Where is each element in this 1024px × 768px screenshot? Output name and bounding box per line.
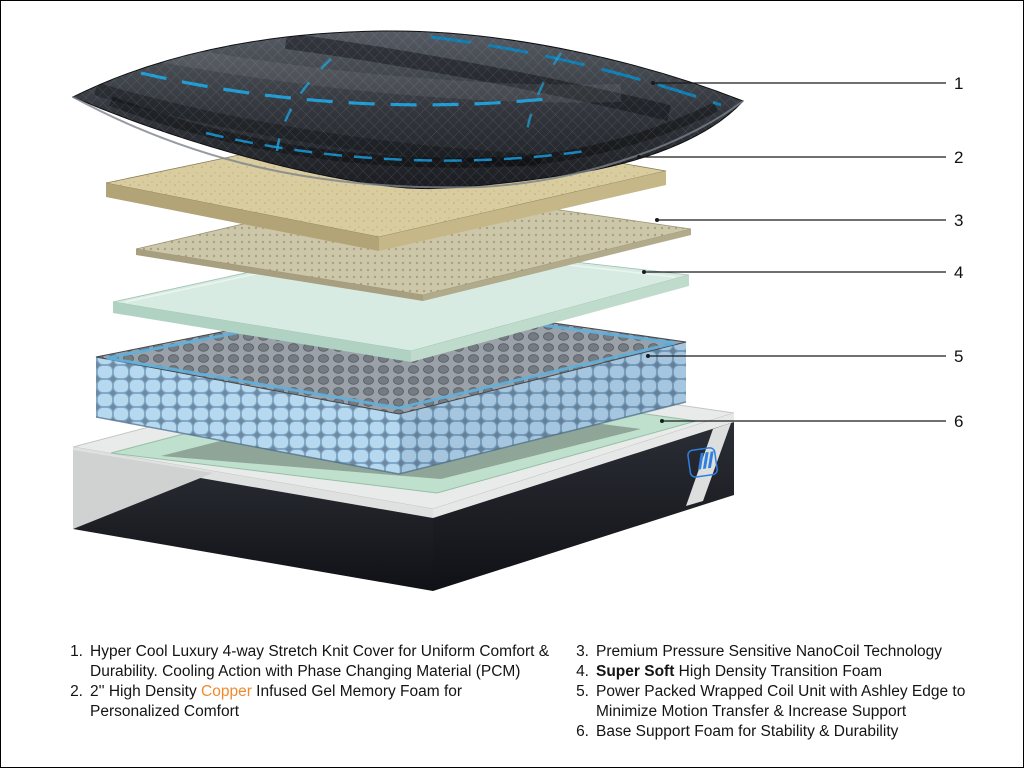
legend-item-3: 3. Premium Pressure Sensitive NanoCoil T… — [567, 642, 1007, 662]
legend-text-4-bold: Super Soft — [596, 663, 675, 680]
legend-text-2-pre: 2'' High Density — [90, 683, 202, 700]
legend-text-2-line1: 2'' High Density Copper Infused Gel Memo… — [90, 682, 561, 702]
legend-text-2: 2'' High Density Copper Infused Gel Memo… — [90, 682, 561, 722]
callout-lines — [637, 81, 946, 423]
legend-left-column: 1. Hyper Cool Luxury 4-way Stretch Knit … — [61, 642, 561, 722]
brand-logo-icon — [687, 447, 718, 478]
legend-text-2-copper: Copper — [201, 683, 252, 700]
legend-text-3: Premium Pressure Sensitive NanoCoil Tech… — [596, 643, 943, 660]
legend-number-1: 1. — [70, 643, 83, 660]
legend-number-2: 2. — [70, 683, 83, 700]
legend-right-column: 3. Premium Pressure Sensitive NanoCoil T… — [567, 642, 1007, 742]
callout-number-4: 4 — [954, 263, 963, 282]
legend-text-1: Hyper Cool Luxury 4-way Stretch Knit Cov… — [90, 642, 561, 682]
legend-item-6: 6. Base Support Foam for Stability & Dur… — [567, 722, 1007, 742]
callout-number-6: 6 — [954, 412, 963, 431]
legend-item-5: 5. Power Packed Wrapped Coil Unit with A… — [567, 682, 1007, 722]
legend-text-5-line2: Minimize Motion Transfer & Increase Supp… — [596, 703, 907, 720]
legend-text-4-rest: High Density Transition Foam — [674, 663, 882, 680]
legend-text-4: Super Soft High Density Transition Foam — [596, 662, 1007, 682]
legend-text-5: Power Packed Wrapped Coil Unit with Ashl… — [596, 682, 1007, 722]
legend-number-6: 6. — [576, 723, 589, 740]
legend-text-2-post: Infused Gel Memory Foam for — [251, 683, 463, 700]
legend-number-5: 5. — [576, 683, 589, 700]
mattress-exploded-diagram: 1 2 3 4 5 6 — [71, 30, 963, 591]
legend-text-2-line2: Personalized Comfort — [90, 703, 240, 720]
legend-text-5-line1: Power Packed Wrapped Coil Unit with Ashl… — [596, 683, 966, 700]
callout-number-2: 2 — [954, 148, 963, 167]
legend-text-1-line1: Hyper Cool Luxury 4-way Stretch Knit Cov… — [90, 643, 550, 660]
legend-item-4: 4. Super Soft High Density Transition Fo… — [567, 662, 1007, 682]
callout-number-1: 1 — [954, 74, 963, 93]
legend-number-4: 4. — [576, 663, 589, 680]
legend-text-1-line2: Durability. Cooling Action with Phase Ch… — [90, 663, 521, 680]
legend-number-3: 3. — [576, 643, 589, 660]
legend-item-2: 2. 2'' High Density Copper Infused Gel M… — [61, 682, 561, 722]
callout-number-5: 5 — [954, 347, 963, 366]
callout-number-3: 3 — [954, 211, 963, 230]
callout-numbers: 1 2 3 4 5 6 — [954, 74, 963, 431]
legend-text-6: Base Support Foam for Stability & Durabi… — [596, 723, 899, 740]
legend-item-1: 1. Hyper Cool Luxury 4-way Stretch Knit … — [61, 642, 561, 682]
